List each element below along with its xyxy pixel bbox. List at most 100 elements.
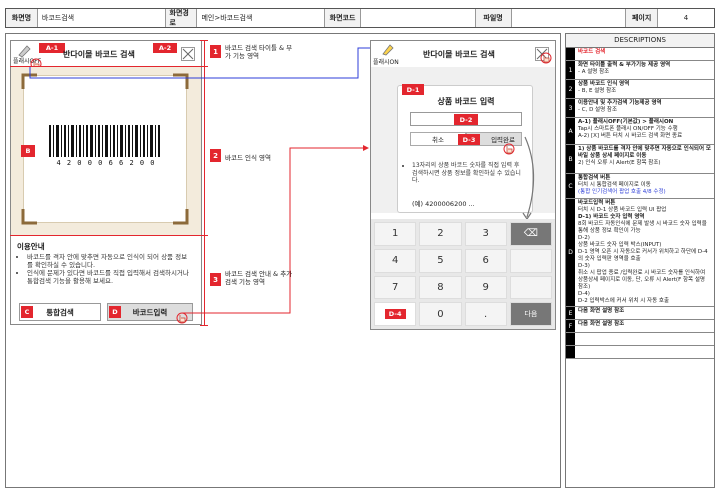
description-line: (통합 인기검색어 팝업 호출 4/8 수정): [578, 189, 666, 195]
flash-label[interactable]: 플래시OFF: [13, 58, 42, 65]
key-1[interactable]: 1: [374, 222, 417, 246]
tag-d4: D-4: [384, 309, 406, 320]
barcode-image: [49, 125, 160, 157]
barcode-input-button[interactable]: 바코드입력: [107, 303, 193, 321]
popup-title: 상품 바코드 입력: [437, 97, 495, 106]
description-line: D-1) 바코드 숫자 입력 영역: [578, 214, 645, 220]
flash-label[interactable]: 플래시ON: [373, 59, 399, 66]
close-icon[interactable]: [181, 47, 195, 61]
description-line: D-2): [578, 235, 590, 241]
tag-d1: D-1: [402, 84, 424, 95]
key-backspace[interactable]: ⌫: [509, 222, 552, 246]
description-line: 터치 시 통합검색 페이지로 이동: [578, 182, 651, 188]
description-line: 2) 인식 오류 시 Alert(E 항목 참조): [578, 160, 661, 166]
description-row-text: [575, 346, 581, 358]
description-row-number: [566, 333, 575, 345]
tag-d: D: [109, 306, 121, 318]
integrated-search-button[interactable]: 통합검색: [19, 303, 101, 321]
key-5[interactable]: 5: [419, 248, 462, 273]
description-line: 다음 화면 설명 참조: [578, 308, 625, 314]
guide-item: 인식에 문제가 있다면 바코드를 직접 입력해서 검색하시거나 통합검색 기능을…: [27, 269, 193, 285]
right-phone-screen: 플래시ON 반다이몰 바코드 검색 D-1 상품 바코드 입력 D-2 취소 입…: [370, 40, 556, 330]
description-line: 통합검색 버튼: [578, 175, 611, 181]
bracket-tick: [200, 40, 208, 41]
description-row-number: 2: [566, 80, 575, 98]
key-d4-slot: D-4: [374, 302, 417, 326]
storyboard-frame: [5, 33, 561, 488]
description-row: 바코드 검색: [566, 48, 714, 61]
guide-title: 이용안내: [17, 242, 45, 251]
tag-c: C: [21, 306, 33, 318]
description-line: D-2 입력박스에 커서 위치 시 자동 호출: [578, 298, 670, 304]
screen-code-value: [361, 9, 476, 27]
description-row-number: [566, 48, 575, 60]
camera-preview: 4 2 0 0 0 6 6 2 0 0: [11, 67, 201, 235]
spec-header: 화면명 바코드검색 화면경로 메인>바코드검색 화면코드 파일명 페이지 4: [5, 8, 715, 28]
description-line: D-4): [578, 291, 590, 297]
description-line: - A 설명 참조: [578, 69, 610, 75]
tag-d3: D-3: [458, 134, 480, 145]
annotation-text: 바코드 인식 영역: [225, 154, 271, 162]
description-row-number: D: [566, 199, 575, 306]
description-line: 바코드입력 버튼: [578, 200, 616, 206]
key-2[interactable]: 2: [419, 222, 462, 246]
description-line: 다음 화면 설명 참조: [578, 321, 625, 327]
description-row-number: B: [566, 145, 575, 173]
annotation-number: 2: [210, 149, 221, 162]
section-divider: [10, 235, 202, 236]
description-row-number: 3: [566, 99, 575, 117]
tag-a1: A-1: [39, 43, 65, 53]
description-line: 상품 바코드 숫자 입력 박스(INPUT): [578, 242, 662, 248]
bracket-tick: [200, 235, 208, 236]
flash-icon[interactable]: [17, 44, 33, 58]
tag-a2: A-2: [153, 43, 177, 53]
bracket-line: [204, 40, 205, 325]
key-6[interactable]: 6: [464, 248, 507, 273]
left-phone-screen: 플래시OFF A-1 반다이몰 바코드 검색 A-2: [10, 40, 202, 325]
description-line: - C, D 설명 참조: [578, 107, 618, 113]
annotation-number: 1: [210, 45, 221, 58]
screen-path-label: 화면경로: [165, 9, 198, 27]
key-blank: [509, 275, 552, 300]
key-4[interactable]: 4: [374, 248, 417, 273]
description-line: D-1 영역 오픈 시 자동으로 커서가 위치하고 하단에 D-4의 숫자 입력…: [578, 249, 708, 262]
bracket-tick: [200, 325, 208, 326]
popup-note: 13자리의 상품 바코드 숫자를 직접 입력 후 검색하시면 상품 정보를 확인…: [412, 162, 526, 185]
description-row-number: C: [566, 174, 575, 198]
key-next[interactable]: 다음: [509, 302, 552, 326]
description-row-number: E: [566, 307, 575, 319]
popup-example: (예) 4200006200 ...: [412, 200, 475, 208]
key-0[interactable]: 0: [419, 302, 462, 326]
screen-path-value: 메인>바코드검색: [197, 9, 326, 27]
key-9[interactable]: 9: [464, 275, 507, 300]
description-line: D-3): [578, 263, 590, 269]
tap-hand-icon: [539, 51, 553, 65]
key-dot[interactable]: .: [464, 302, 507, 326]
key-3[interactable]: 3: [464, 222, 507, 246]
key-8[interactable]: 8: [419, 275, 462, 300]
description-row-text: 바코드 검색: [575, 48, 608, 60]
guide-list: 바코드를 격자 안에 맞추면 자동으로 인식이 되어 상품 정보를 확인하실 수…: [11, 253, 193, 285]
key-blank: [509, 248, 552, 273]
section-divider: [10, 66, 202, 67]
screen-title: 반다이몰 바코드 검색: [63, 50, 135, 59]
description-row-text: 이용안내 및 추가검색 기능제공 영역- C, D 설명 참조: [575, 99, 665, 117]
popup-note-list: 13자리의 상품 바코드 숫자를 직접 입력 후 검색하시면 상품 정보를 확인…: [398, 162, 526, 185]
page-value: 4: [683, 14, 689, 22]
description-line: 바코드 검색: [578, 49, 606, 55]
description-line: Tap시 스마트폰 플래시 ON/OFF 기능 수행: [578, 126, 678, 132]
key-7[interactable]: 7: [374, 275, 417, 300]
flash-icon[interactable]: [381, 43, 395, 57]
description-row: [566, 333, 714, 346]
description-row-text: [575, 333, 581, 345]
description-line: 8회 바코드 자동인식에 문제 발생 시 바코드 숫자 입력을 통해 상품 정보…: [578, 221, 707, 234]
